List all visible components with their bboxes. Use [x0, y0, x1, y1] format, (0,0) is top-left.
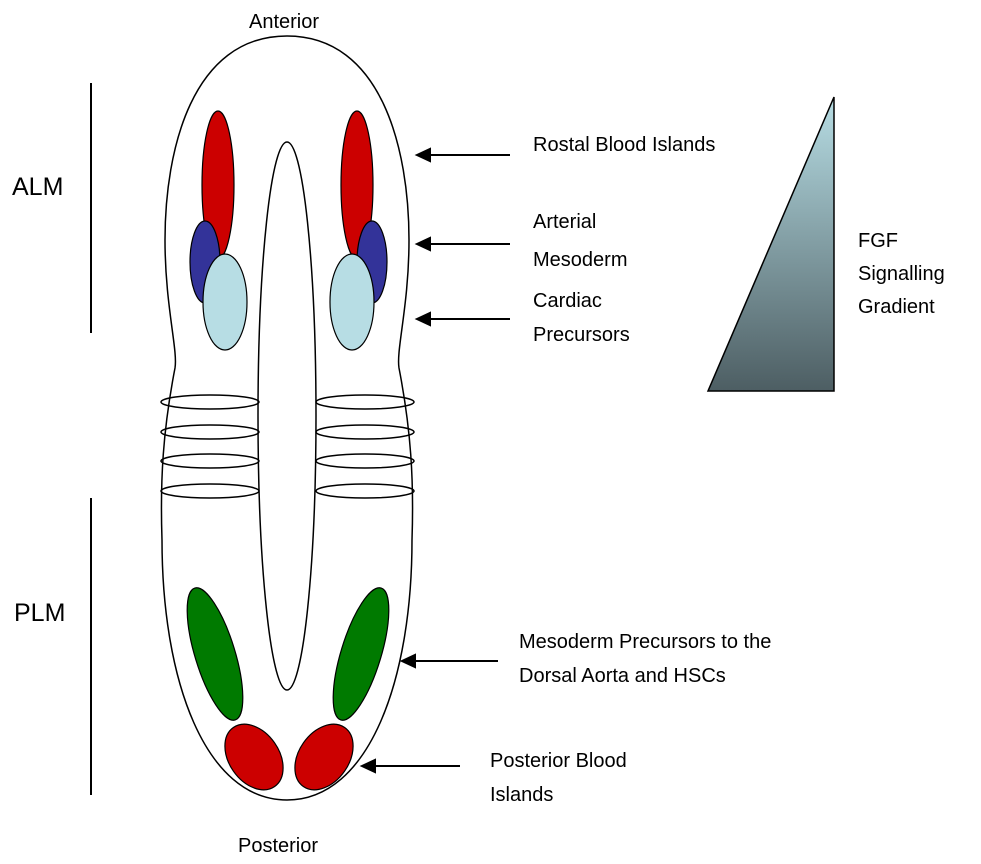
cardiac-precursor-right: [330, 254, 374, 350]
cardiac-precursor-left: [203, 254, 247, 350]
posterior-blood-islands-label-line2: Islands: [490, 783, 553, 807]
arrow-posterior-blood-islands: [362, 760, 460, 772]
arterial-mesoderm-label-line1: Arterial: [533, 210, 596, 234]
arrow-cardiac-precursors: [417, 313, 510, 325]
alm-label: ALM: [12, 172, 63, 202]
posterior-label: Posterior: [238, 834, 318, 858]
fgf-gradient-triangle: [708, 97, 834, 391]
rostral-blood-islands-label: Rostal Blood Islands: [533, 133, 715, 157]
dorsal-aorta-label-line2: Dorsal Aorta and HSCs: [519, 664, 726, 688]
arrow-dorsal-aorta-precursors: [402, 655, 498, 667]
dorsal-aorta-label-line1: Mesoderm Precursors to the: [519, 630, 771, 654]
arrow-arterial-mesoderm: [417, 238, 510, 250]
midline-neural-tube: [258, 142, 316, 690]
plm-label: PLM: [14, 598, 65, 628]
cardiac-precursors-label-line1: Cardiac: [533, 289, 602, 313]
arrow-rostral-blood-islands: [417, 149, 510, 161]
posterior-blood-islands-label-line1: Posterior Blood: [490, 749, 627, 773]
anterior-label: Anterior: [249, 10, 319, 34]
arterial-mesoderm-label-line2: Mesoderm: [533, 248, 627, 272]
cardiac-precursors-label-line2: Precursors: [533, 323, 630, 347]
fgf-label-line3: Gradient: [858, 295, 935, 319]
fgf-label-line1: FGF: [858, 229, 898, 253]
fgf-label-line2: Signalling: [858, 262, 945, 286]
